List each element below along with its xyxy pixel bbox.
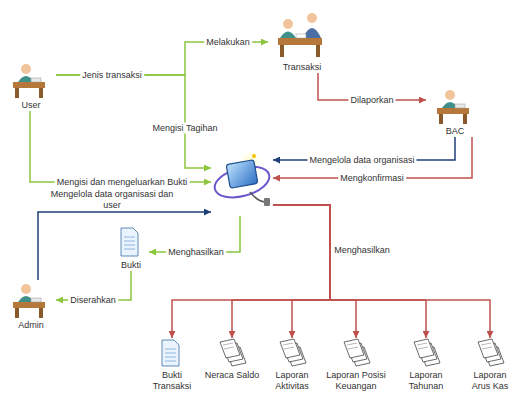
document-icon: Bukti Transaksi	[142, 338, 202, 392]
node-label: Laporan Posisi Keuangan	[325, 370, 387, 392]
icon-picture	[6, 280, 56, 320]
flow-note: Jenis transaksi	[80, 70, 144, 81]
flow-arrow	[273, 205, 330, 338]
flow-label: Menghasilkan	[166, 247, 226, 258]
node-label: Laporan Tahunan	[396, 370, 456, 392]
icon-picture	[268, 6, 336, 62]
flow-label: Mengisi Tagihan	[151, 123, 220, 134]
entity-icon: User	[6, 60, 56, 111]
node-label: Bukti Transaksi	[142, 370, 202, 392]
flow-label: Dilaporkan	[348, 95, 395, 106]
flow-label: Mengkonfirmasi	[338, 173, 406, 184]
icon-picture	[113, 226, 149, 260]
icon-picture	[465, 338, 515, 370]
icon-picture	[262, 338, 322, 370]
flow-label: Mengisi dan mengeluarkan Bukti	[55, 177, 190, 188]
flow-label: Mengelola data organisasi	[307, 155, 416, 166]
icon-picture	[426, 88, 484, 126]
entity-icon: Transaksi	[268, 6, 336, 73]
flow-arrow	[172, 205, 330, 338]
node-label: Neraca Saldo	[202, 370, 262, 381]
icon-picture	[211, 148, 273, 216]
flow-arrow	[56, 75, 211, 168]
document-icon: Laporan Arus Kas	[465, 338, 515, 392]
icon-picture	[396, 338, 456, 370]
icon-picture	[6, 60, 56, 100]
document-icon: Bukti	[113, 226, 149, 271]
document-icon: Laporan Aktivitas	[262, 338, 322, 392]
flow-arrow	[232, 205, 330, 338]
flow-label: Mengelola data organisasi dan user	[45, 189, 179, 211]
document-icon: Neraca Saldo	[202, 338, 262, 381]
node-label: Transaksi	[268, 62, 336, 73]
flow-arrow	[273, 205, 426, 338]
document-icon: Laporan Posisi Keuangan	[325, 338, 387, 392]
node-label: Admin	[6, 320, 56, 331]
node-label: Bukti	[113, 260, 149, 271]
node-label: Laporan Arus Kas	[465, 370, 515, 392]
node-label: Laporan Aktivitas	[262, 370, 322, 392]
flow-label: Menghasilkan	[332, 245, 392, 256]
flow-label: Melakukan	[204, 37, 252, 48]
icon-picture	[142, 338, 202, 370]
icon-picture	[325, 338, 387, 370]
system-icon	[211, 148, 273, 216]
document-icon: Laporan Tahunan	[396, 338, 456, 392]
node-label: User	[6, 100, 56, 111]
node-label: BAC	[426, 126, 484, 137]
flow-arrow	[273, 205, 490, 338]
flow-arrow	[273, 205, 356, 338]
entity-icon: Admin	[6, 280, 56, 331]
flow-label: Diserahkan	[68, 295, 118, 306]
icon-picture	[202, 338, 262, 370]
entity-icon: BAC	[426, 88, 484, 137]
